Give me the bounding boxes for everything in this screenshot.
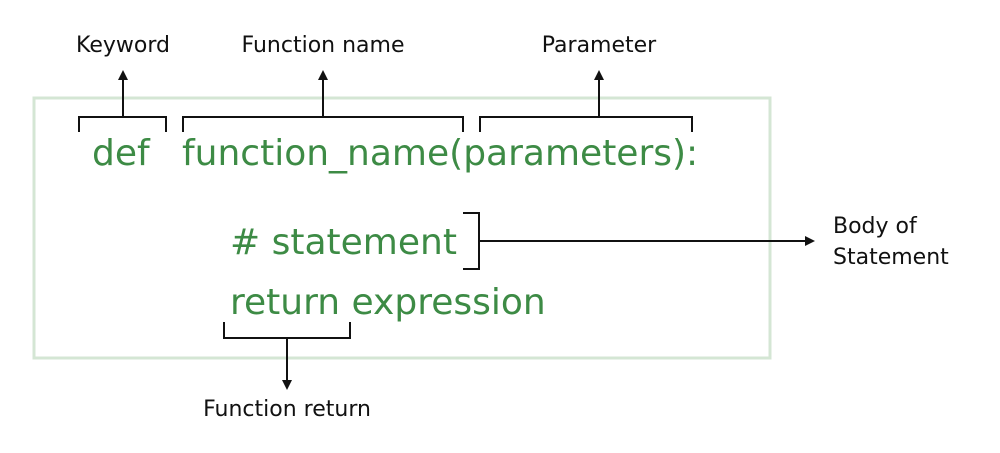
- code-keyword: def: [92, 133, 151, 174]
- code-signature: function_name(parameters):: [182, 133, 698, 174]
- parameter-bracket: [479, 116, 693, 132]
- function-name-label: Function name: [242, 33, 405, 58]
- keyword-label: Keyword: [76, 33, 170, 58]
- code-box: [32, 96, 772, 360]
- body-label-line1: Body of: [833, 214, 918, 239]
- body-label-line2: Statement: [833, 245, 949, 270]
- keyword-bracket: [78, 116, 167, 132]
- function-name-bracket: [182, 116, 464, 132]
- function-return-label: Function return: [203, 397, 371, 422]
- parameter-label: Parameter: [542, 33, 657, 58]
- code-return-line: return expression: [230, 282, 546, 323]
- code-statement: # statement: [230, 222, 457, 263]
- return-bracket: [223, 322, 351, 339]
- body-bracket: [463, 212, 480, 270]
